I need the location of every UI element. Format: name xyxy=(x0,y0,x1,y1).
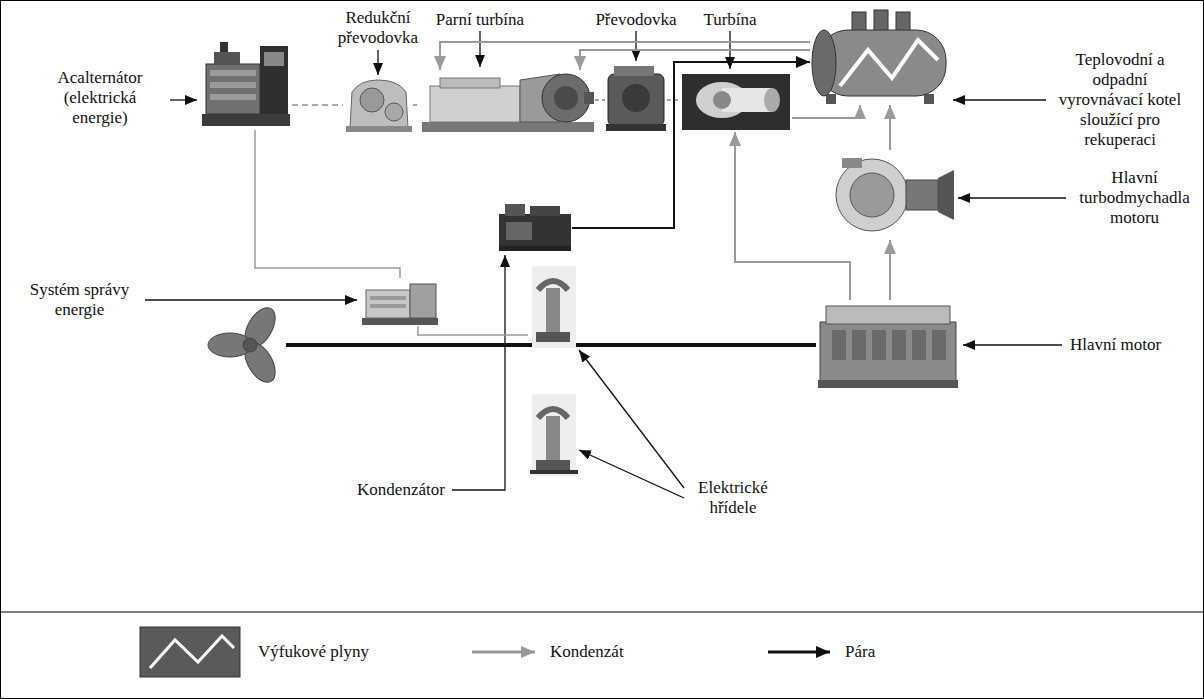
reduction-gearbox-picture xyxy=(346,80,412,132)
turbocharger-picture xyxy=(836,158,954,231)
component-node: Převodovka xyxy=(605,64,667,132)
component-label: Redukční převodovka xyxy=(328,8,428,48)
component-node: Kondenzátor xyxy=(497,200,572,252)
propeller-picture xyxy=(208,303,281,388)
leader-lines xyxy=(145,31,1066,498)
legend-condensate-sample xyxy=(472,651,535,654)
legend-steam-sample xyxy=(768,651,830,654)
flow-connector xyxy=(595,99,605,101)
component-node: Hlavní turbodmychadla motoru xyxy=(830,150,955,240)
steam-turbine-picture xyxy=(422,74,594,132)
flow-connector xyxy=(792,105,860,118)
flow-connector xyxy=(418,326,528,335)
component-label: Parní turbína xyxy=(420,10,540,30)
boiler-picture xyxy=(812,10,946,104)
legend-label: Výfukové plyny xyxy=(258,642,369,662)
component-node: Elektrické hřídele xyxy=(528,258,578,478)
component-label: Elektrické hřídele xyxy=(688,478,778,518)
legend-label: Pára xyxy=(845,642,875,662)
legend-divider xyxy=(0,612,1204,613)
flow-connector xyxy=(889,105,891,150)
component-label: Hlavní motor xyxy=(1070,335,1195,355)
energy-management-picture xyxy=(362,284,438,325)
component-node: Teplovodní a odpadní vyrovnávací kotel s… xyxy=(810,25,950,105)
component-label: Převodovka xyxy=(586,10,686,30)
flow-connector xyxy=(580,50,810,70)
component-node: Acalternátor (elektrická energie) xyxy=(200,40,292,130)
flow-connector xyxy=(255,130,400,278)
component-label: Hlavní turbodmychadla motoru xyxy=(1072,168,1197,228)
component-label: Systém správy energie xyxy=(22,280,137,320)
component-node: Systém správy energie xyxy=(360,278,440,326)
main-engine-picture xyxy=(818,306,958,388)
component-label: Teplovodní a odpadní vyrovnávací kotel s… xyxy=(1050,50,1190,150)
legend-exhaust-sample xyxy=(140,627,240,677)
turbine-picture xyxy=(682,74,790,130)
component-node: Turbína xyxy=(680,72,792,132)
electric-shaft-picture xyxy=(532,266,576,348)
electric-shaft-picture xyxy=(530,394,578,476)
flow-connector xyxy=(413,104,420,106)
component-label: Acalternátor (elektrická energie) xyxy=(40,68,160,128)
component-label: Kondenzátor xyxy=(352,480,450,500)
flow-connector xyxy=(292,104,343,106)
component-node: Parní turbína xyxy=(420,70,595,133)
flow-connector xyxy=(572,62,810,228)
gearbox-picture xyxy=(606,66,666,131)
component-node: Hlavní motor xyxy=(815,300,960,390)
component-node: Redukční převodovka xyxy=(343,78,413,133)
flow-connector xyxy=(889,240,891,300)
alternator-picture xyxy=(202,42,290,126)
legend-label: Kondenzát xyxy=(550,642,624,662)
component-label: Turbína xyxy=(690,10,770,30)
flow-connector xyxy=(440,42,810,70)
flow-connector xyxy=(735,132,850,300)
condenser-picture xyxy=(499,204,571,251)
